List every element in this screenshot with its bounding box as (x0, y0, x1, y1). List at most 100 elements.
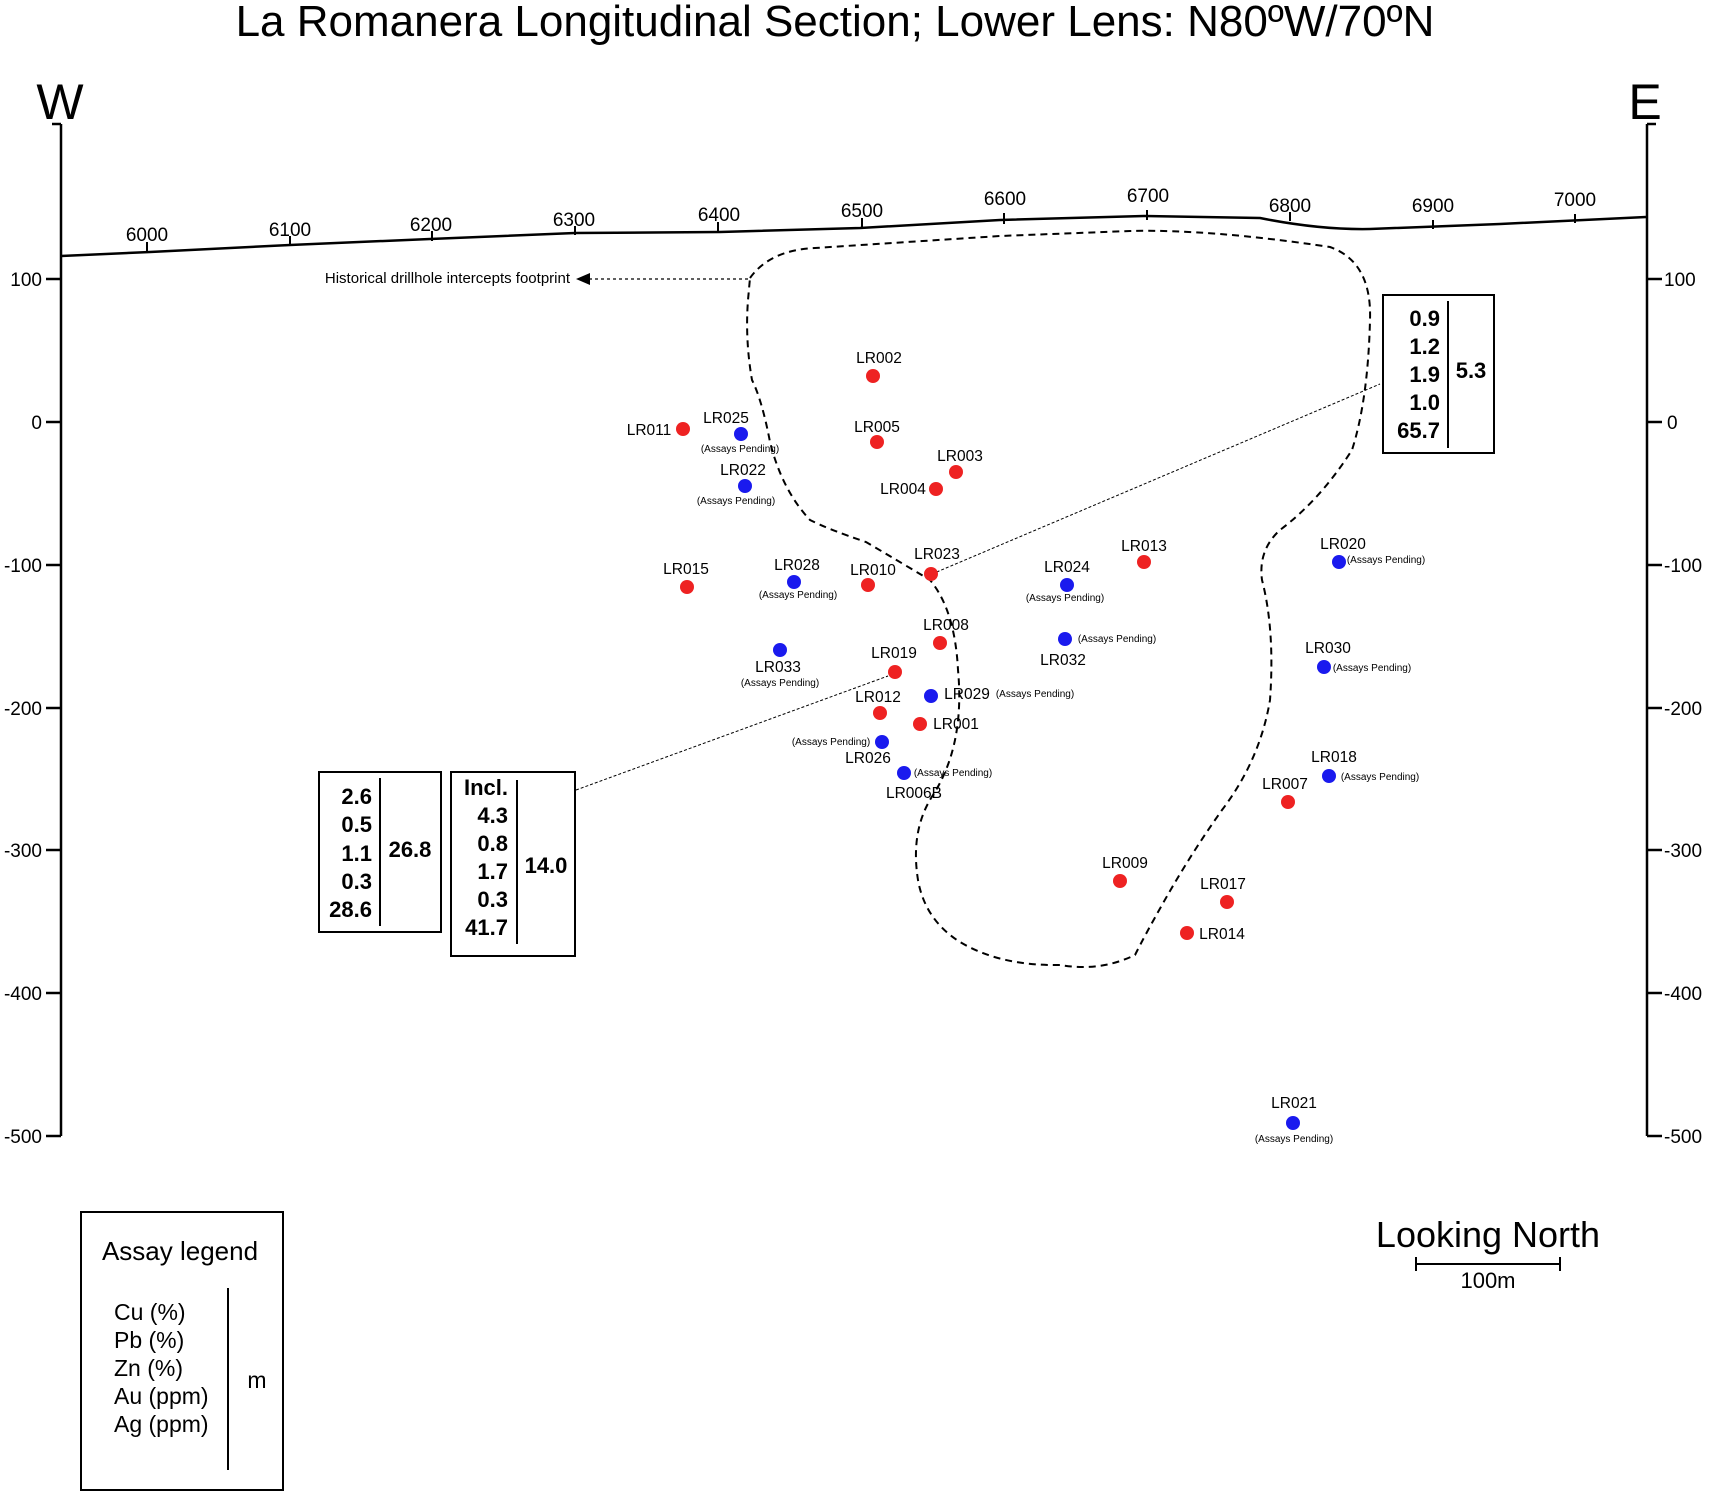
left-elevation-labels: 100 0 -100 -200 -300 -400 -500 (4, 270, 42, 1148)
assayed-hole-marker (929, 482, 943, 496)
drillhole-lr024: LR024 (Assays Pending) (1026, 559, 1104, 604)
intercept-width: 5.3 (1456, 358, 1487, 383)
intercept-value: 2.6 (341, 784, 372, 809)
intercept-value: 1.2 (1409, 334, 1440, 359)
pending-hole-marker (924, 689, 938, 703)
hole-label: LR001 (933, 716, 979, 733)
assays-pending-label: (Assays Pending) (697, 496, 775, 507)
hole-label: LR010 (850, 562, 896, 579)
drillhole-lr014: LR014 (1180, 926, 1245, 943)
pending-hole-marker (734, 427, 748, 441)
drillhole-lr009: LR009 (1102, 855, 1148, 888)
intercept-value: 0.9 (1409, 306, 1440, 331)
drillhole-lr005: LR005 (854, 419, 900, 449)
easting-label: 6900 (1412, 196, 1454, 217)
east-label: E (1628, 74, 1661, 130)
hole-label: LR017 (1200, 876, 1246, 893)
legend-item: Pb (%) (114, 1327, 184, 1353)
assays-pending-label: (Assays Pending) (1026, 593, 1104, 604)
intercept-value: 1.9 (1409, 362, 1440, 387)
drillhole-lr029: LR029(Assays Pending) (924, 686, 1074, 703)
easting-label: 6400 (698, 205, 740, 226)
intercept-value: 1.7 (477, 859, 508, 884)
intercept-value: 1.0 (1409, 390, 1440, 415)
right-elevation-labels: 100 0 -100 -200 -300 -400 -500 (1664, 270, 1702, 1148)
assayed-hole-marker (873, 706, 887, 720)
elev-label-left: -100 (4, 556, 42, 577)
elev-label-left: -500 (4, 1127, 42, 1148)
assayed-hole-marker (924, 567, 938, 581)
hole-label: LR021 (1271, 1095, 1317, 1112)
pending-hole-marker (1060, 578, 1074, 592)
pending-hole-marker (738, 479, 752, 493)
drillhole-lr004: LR004 (880, 481, 943, 498)
elev-label-left: -200 (4, 699, 42, 720)
assays-pending-label: (Assays Pending) (1078, 634, 1156, 645)
intercept-value: 1.1 (341, 841, 372, 866)
legend-item: Zn (%) (114, 1355, 183, 1381)
legend-item: Ag (ppm) (114, 1411, 209, 1437)
assays-pending-label: (Assays Pending) (792, 737, 870, 748)
easting-label: 6500 (841, 201, 883, 222)
view-direction-label: Looking North (1376, 1214, 1600, 1255)
hole-label: LR030 (1305, 640, 1351, 657)
elev-label-right: -400 (1664, 984, 1702, 1005)
hole-label: LR002 (856, 350, 902, 367)
drillhole-lr021: LR021(Assays Pending) (1255, 1095, 1333, 1145)
right-elevation-axis (1645, 122, 1662, 1138)
easting-label: 6100 (269, 220, 311, 241)
legend-item: Au (ppm) (114, 1383, 209, 1409)
elev-label-left: 100 (10, 270, 42, 291)
elev-label-left: 0 (31, 413, 42, 434)
drillhole-lr002: LR002 (856, 350, 902, 383)
hole-label: LR032 (1040, 652, 1086, 669)
pending-hole-marker (1322, 769, 1336, 783)
hole-label: LR018 (1311, 749, 1357, 766)
west-label: W (36, 74, 84, 130)
drillhole-lr007: LR007 (1262, 776, 1308, 809)
assayed-hole-marker (1137, 555, 1151, 569)
drillhole-lr019: LR019 (871, 645, 917, 679)
assays-pending-label: (Assays Pending) (759, 590, 837, 601)
intercept-box-including: Incl. 4.3 0.8 1.7 0.3 41.7 14.0 (450, 771, 576, 957)
hole-label: LR006B (886, 785, 942, 802)
easting-label: 6000 (126, 225, 168, 246)
assays-pending-label: (Assays Pending) (1341, 772, 1419, 783)
assay-legend: Assay legend Cu (%) Pb (%) Zn (%) Au (pp… (80, 1211, 284, 1491)
hole-label: LR007 (1262, 776, 1308, 793)
hole-label: LR028 (774, 557, 820, 574)
intercept-box-east: 0.9 1.2 1.9 1.0 65.7 5.3 (1382, 294, 1495, 454)
assayed-hole-marker (870, 435, 884, 449)
pending-hole-marker (773, 643, 787, 657)
drillhole-lr001: LR001 (913, 716, 979, 733)
assays-pending-label: (Assays Pending) (701, 444, 779, 455)
assayed-hole-marker (888, 665, 902, 679)
assayed-hole-marker (680, 580, 694, 594)
pending-hole-marker (875, 735, 889, 749)
hole-label: LR026 (845, 750, 891, 767)
hole-label: LR003 (937, 448, 983, 465)
hole-label: LR012 (855, 689, 901, 706)
assayed-hole-marker (861, 578, 875, 592)
intercept-value: 0.8 (477, 831, 508, 856)
drillhole-lr032: LR032 (Assays Pending) (1040, 632, 1156, 669)
pending-hole-marker (1332, 555, 1346, 569)
intercept-value: 41.7 (465, 915, 508, 940)
elev-label-right: -200 (1664, 699, 1702, 720)
easting-label: 6800 (1269, 196, 1311, 217)
assays-pending-label: (Assays Pending) (1333, 663, 1411, 674)
hole-label: LR024 (1044, 559, 1090, 576)
intercept-leader-line (931, 383, 1381, 575)
intercept-leader-line (575, 675, 889, 791)
section-title: La Romanera Longitudinal Section; Lower … (236, 0, 1435, 46)
assays-pending-label: (Assays Pending) (741, 678, 819, 689)
drillhole-lr022: LR022(Assays Pending) (697, 462, 775, 507)
historical-footprint-outline (746, 229, 1372, 968)
intercept-value: 0.5 (341, 812, 372, 837)
easting-label: 6700 (1127, 186, 1169, 207)
assayed-hole-marker (1220, 895, 1234, 909)
drillhole-lr003: LR003 (937, 448, 983, 479)
intercept-width: 14.0 (525, 853, 568, 878)
